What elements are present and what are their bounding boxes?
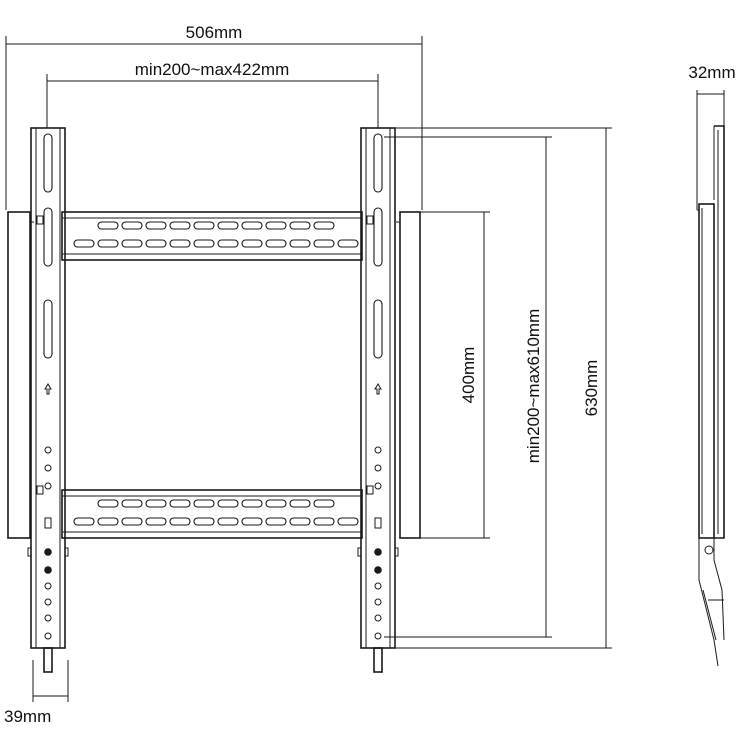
rail-slot	[145, 499, 167, 508]
bracket-height-dimension: 400mm	[420, 211, 490, 539]
rail-slot	[193, 221, 215, 230]
rail-slot	[289, 517, 311, 526]
depth-label: 32mm	[688, 63, 735, 82]
overall-height-label: 630mm	[582, 360, 601, 417]
arm-hole-filled	[374, 566, 382, 574]
overall-height-dimension: 630mm	[384, 127, 612, 649]
arm-hole	[374, 614, 382, 622]
rail-slot	[193, 239, 215, 248]
rail-slot	[145, 517, 167, 526]
arm-hole	[44, 632, 52, 640]
arm-hole	[374, 632, 382, 640]
overall-width-dimension: 506mm	[5, 23, 423, 210]
vesa-height-label: min200~max610mm	[524, 309, 543, 464]
arm-slot	[373, 133, 383, 193]
arm-hole	[374, 464, 382, 472]
vesa-width-dimension: min200~max422mm	[46, 60, 379, 128]
rail-slot	[217, 517, 239, 526]
arm-hole	[44, 598, 52, 606]
rail-slot	[97, 221, 119, 230]
arm-hole	[374, 598, 382, 606]
rail-slot	[169, 517, 191, 526]
rail-slot	[313, 239, 335, 248]
rail-slot	[241, 517, 263, 526]
rail-slot	[265, 239, 287, 248]
arm-slot	[373, 207, 383, 267]
rail-slot	[313, 517, 335, 526]
arm-hole	[374, 582, 382, 590]
arm-width-dimension: 39mm	[4, 660, 69, 726]
rail-slot	[121, 517, 143, 526]
rail-slot	[217, 499, 239, 508]
arm-hole	[44, 464, 52, 472]
rail-slot	[97, 517, 119, 526]
arm-hole-filled	[44, 566, 52, 574]
rail-slot	[241, 221, 263, 230]
up-arrow-icon	[374, 383, 382, 395]
rail-slot	[121, 499, 143, 508]
arm-hole	[44, 446, 52, 454]
up-arrow-icon	[44, 383, 52, 395]
rail-slot	[97, 499, 119, 508]
arm-slot	[43, 207, 53, 267]
right-back-plate	[399, 211, 421, 539]
rail-slot	[217, 221, 239, 230]
rail-slot	[121, 239, 143, 248]
top-rail	[61, 211, 363, 261]
rail-slot	[193, 499, 215, 508]
arm-hole	[44, 582, 52, 590]
vesa-height-dimension: min200~max610mm	[384, 136, 552, 638]
rail-slot	[145, 239, 167, 248]
rail-slot	[121, 221, 143, 230]
rail-slot	[97, 239, 119, 248]
rail-slot	[169, 499, 191, 508]
arm-hole	[374, 446, 382, 454]
right-arm	[357, 127, 399, 673]
arm-hole	[374, 482, 382, 490]
bracket-height-label: 400mm	[459, 347, 478, 404]
left-arm	[27, 127, 69, 673]
rail-slot	[313, 221, 335, 230]
rail-slot	[337, 239, 359, 248]
arm-slot	[43, 299, 53, 359]
rail-slot	[169, 239, 191, 248]
overall-width-label: 506mm	[186, 23, 243, 42]
arm-slot	[373, 299, 383, 359]
bottom-rail	[61, 489, 363, 539]
rail-slot	[169, 221, 191, 230]
rail-slot	[145, 221, 167, 230]
rail-slot	[289, 499, 311, 508]
rail-slot	[241, 239, 263, 248]
rail-slot	[289, 239, 311, 248]
arm-slot	[43, 133, 53, 193]
arm-hole	[44, 482, 52, 490]
arm-hole-filled	[44, 548, 52, 556]
rail-slot	[337, 517, 359, 526]
rail-slot	[265, 517, 287, 526]
rail-slot	[241, 499, 263, 508]
rail-slot	[217, 239, 239, 248]
vesa-width-label: min200~max422mm	[135, 60, 290, 79]
left-back-plate	[7, 211, 31, 539]
arm-width-label: 39mm	[4, 707, 51, 726]
rail-slot	[289, 221, 311, 230]
rail-slot	[193, 517, 215, 526]
rail-slot	[265, 221, 287, 230]
rail-slot	[73, 239, 95, 248]
rail-slot	[265, 499, 287, 508]
arm-hole-filled	[374, 548, 382, 556]
rail-slot	[313, 499, 335, 508]
side-profile: 32mm	[688, 63, 736, 667]
arm-hole	[44, 614, 52, 622]
rail-slot	[73, 517, 95, 526]
